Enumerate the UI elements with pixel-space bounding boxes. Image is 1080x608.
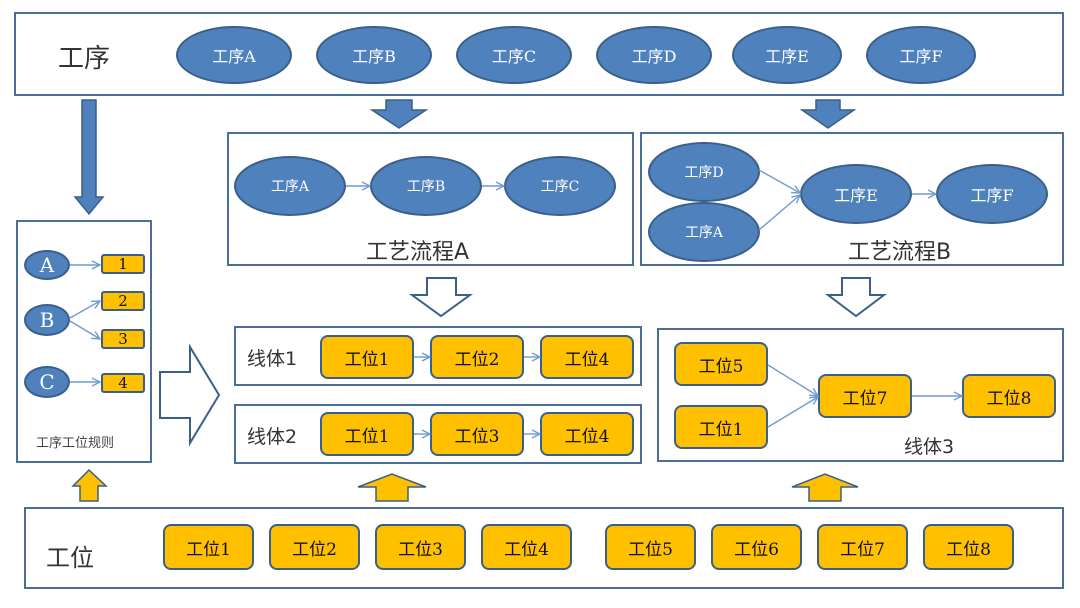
rules-title: 工序工位规则 [36, 436, 115, 451]
flow-b-node-d[interactable]: 工序D [648, 142, 760, 202]
process-b[interactable]: 工序B [316, 26, 432, 84]
line2-station-2[interactable]: 工位3 [430, 412, 524, 456]
rule-process-a[interactable]: A [24, 250, 70, 280]
flow-a-node-a[interactable]: 工序A [234, 156, 346, 216]
line2-station-3[interactable]: 工位4 [540, 412, 634, 456]
line1-station-3[interactable]: 工位4 [540, 335, 634, 379]
rule-process-b[interactable]: B [24, 304, 70, 336]
line1-title: 线体1 [247, 348, 298, 370]
line2-title: 线体2 [247, 426, 298, 448]
process-a[interactable]: 工序A [176, 26, 292, 84]
rule-station-2[interactable]: 2 [101, 291, 145, 311]
hollow-arrow-to-line3-icon [825, 277, 887, 318]
flow-b-connector-a-e [758, 195, 800, 231]
line3-station-8[interactable]: 工位8 [962, 374, 1056, 418]
rule-process-c[interactable]: C [24, 366, 70, 398]
station-1[interactable]: 工位1 [163, 524, 254, 570]
up-arrow-to-line3-icon [791, 473, 859, 502]
up-arrow-to-lines-icon [357, 473, 427, 502]
line3-station-5[interactable]: 工位5 [674, 342, 768, 386]
rule-station-3[interactable]: 3 [101, 329, 145, 349]
hollow-arrow-right-icon [159, 343, 221, 447]
process-c[interactable]: 工序C [456, 26, 572, 84]
station-7[interactable]: 工位7 [817, 524, 908, 570]
flow-b-node-e[interactable]: 工序E [800, 164, 912, 224]
flow-a-node-b[interactable]: 工序B [370, 156, 482, 216]
line3-title: 线体3 [904, 436, 955, 458]
station-8[interactable]: 工位8 [923, 524, 1014, 570]
station-6[interactable]: 工位6 [711, 524, 802, 570]
rule-connector-b-2 [69, 301, 100, 319]
rule-station-1[interactable]: 1 [101, 254, 145, 274]
station-3[interactable]: 工位3 [375, 524, 466, 570]
up-arrow-to-rules-icon [71, 468, 108, 502]
rule-connector-b-3 [69, 320, 100, 339]
down-arrow-to-flow-a-icon [369, 99, 429, 129]
station-5[interactable]: 工位5 [605, 524, 696, 570]
flow-a-title: 工艺流程A [366, 240, 470, 265]
hollow-arrow-to-lines-icon [408, 277, 474, 318]
station-4[interactable]: 工位4 [481, 524, 572, 570]
line3-connector-5-7 [767, 364, 818, 396]
line1-station-2[interactable]: 工位2 [430, 335, 524, 379]
down-arrow-to-flow-b-icon [799, 99, 857, 129]
line3-station-7[interactable]: 工位7 [818, 374, 912, 418]
flow-b-title: 工艺流程B [848, 240, 952, 265]
flow-b-node-a[interactable]: 工序A [648, 202, 760, 262]
down-arrow-to-rules-icon [73, 99, 105, 216]
line2-station-1[interactable]: 工位1 [320, 412, 414, 456]
line3-connector-1-7 [767, 397, 818, 428]
line3-station-1[interactable]: 工位1 [674, 405, 768, 449]
process-f[interactable]: 工序F [866, 26, 976, 84]
line1-station-1[interactable]: 工位1 [320, 335, 414, 379]
rule-station-4[interactable]: 4 [101, 373, 145, 393]
process-panel-title: 工序 [58, 44, 111, 74]
flow-b-node-f[interactable]: 工序F [936, 164, 1048, 224]
flow-b-connector-d-e [758, 169, 800, 193]
flow-a-node-c[interactable]: 工序C [504, 156, 616, 216]
station-2[interactable]: 工位2 [269, 524, 360, 570]
process-e[interactable]: 工序E [732, 26, 842, 84]
station-panel-title: 工位 [46, 544, 94, 572]
process-d[interactable]: 工序D [596, 26, 712, 84]
